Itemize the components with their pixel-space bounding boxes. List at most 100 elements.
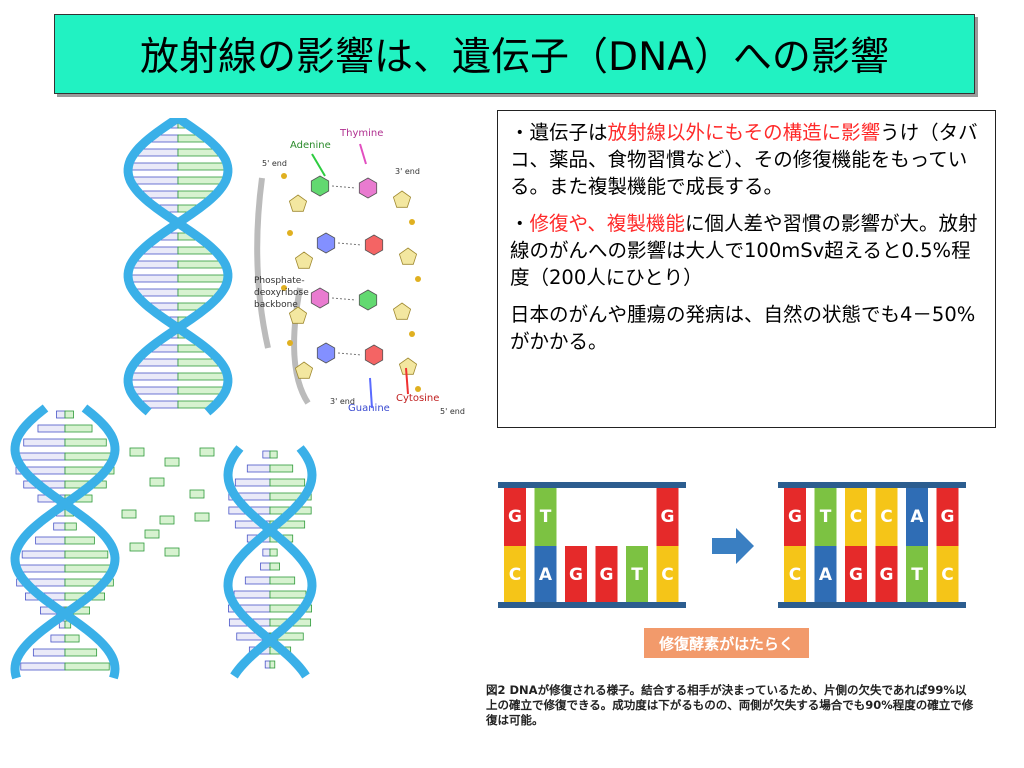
base-bottom — [565, 546, 587, 602]
free-base — [129, 542, 145, 552]
lower-left-rung — [15, 452, 66, 461]
base-top — [845, 488, 867, 546]
thymine-arrow — [359, 143, 367, 165]
upper-strand-b — [123, 114, 233, 416]
guanine-arrow — [369, 377, 373, 409]
lower-left-strand-a — [10, 404, 120, 680]
lower-right-rung — [269, 604, 312, 613]
sugar-ring — [392, 190, 412, 208]
backbone-top — [498, 482, 686, 488]
lower-left-strand-b — [10, 404, 120, 680]
hydrogen-bond — [337, 242, 363, 246]
upper-rung — [177, 176, 227, 185]
upper-rung — [128, 162, 179, 171]
base-letter: T — [820, 507, 832, 527]
base-letter: G — [569, 565, 583, 585]
base-top — [504, 488, 526, 546]
lower-left-rung — [64, 662, 110, 671]
upper-rung — [127, 274, 179, 283]
label-backbone-3: backbone — [254, 300, 298, 310]
phosphate — [287, 230, 293, 236]
explanation-textbox: ・遺伝子は放射線以外にもその構造に影響うけ（タバコ、薬品、食物習慣など）、その修… — [497, 110, 996, 428]
base-ring — [316, 232, 336, 254]
sugar-ring — [288, 306, 308, 324]
base-letter: G — [849, 565, 863, 585]
cytosine-arrow — [405, 367, 409, 395]
title-box: 放射線の影響は、遺伝子（DNA）への影響 — [54, 14, 975, 94]
hydrogen-bond — [337, 352, 363, 356]
lower-right-rung — [269, 590, 307, 599]
backbone-bottom — [778, 602, 966, 608]
lower-left-rung — [64, 578, 114, 587]
label-thymine: Thymine — [339, 128, 383, 139]
base-top — [906, 488, 928, 546]
base-bottom — [814, 546, 837, 602]
dna-illustration: Adenine Thymine 5' end 3' end Phosphate-… — [0, 114, 480, 688]
lower-right-rung — [246, 464, 271, 473]
lower-left-rung — [37, 424, 66, 433]
chemical-structure-panel: Adenine Thymine 5' end 3' end Phosphate-… — [254, 128, 465, 416]
base-letter: T — [631, 565, 643, 585]
base-ring — [364, 344, 384, 366]
base-ring — [316, 342, 336, 364]
base-letter: T — [540, 507, 552, 527]
base-letter: C — [509, 565, 521, 585]
sugar-ring — [294, 251, 314, 269]
lower-right-rung — [269, 660, 276, 669]
sugar-ring — [288, 194, 308, 212]
lower-right-rung — [269, 492, 312, 501]
lower-right-strand-b — [223, 445, 317, 679]
sugar-ring — [398, 357, 418, 375]
hydrogen-bond — [331, 185, 357, 189]
label-cytosine: Cytosine — [396, 393, 439, 404]
upper-rung — [177, 372, 228, 381]
lower-right-rung — [244, 576, 271, 585]
base-ring — [310, 175, 330, 197]
phosphate — [281, 173, 287, 179]
lower-right-rung — [233, 590, 271, 599]
base-bottom — [626, 546, 648, 602]
upper-rung — [177, 260, 226, 269]
upper-strand-a — [123, 114, 233, 416]
lower-left-rung — [20, 662, 66, 671]
lower-right-rung — [234, 478, 271, 487]
figure-caption: 図2 DNAが修復される様子。結合する相手が決まっているため、片側の欠失であれば… — [486, 683, 974, 727]
lower-right-rung — [269, 450, 278, 459]
paragraph-3: 日本のがんや腫瘍の発病は、自然の状態でも4－50%がかかる。 — [510, 303, 976, 353]
upper-rung — [177, 386, 227, 395]
free-base — [199, 447, 215, 457]
lower-left-rung — [53, 522, 66, 531]
backbone-bottom — [498, 602, 686, 608]
base-letter: C — [880, 507, 892, 527]
backbone-bracket-top — [254, 177, 271, 349]
lower-left-rung — [64, 466, 115, 475]
base-top — [936, 488, 959, 546]
sugar-ring — [398, 247, 418, 265]
base-letter: G — [941, 507, 955, 527]
lower-right-rung — [260, 562, 271, 571]
lower-right-rung — [262, 450, 271, 459]
base-bottom — [875, 546, 898, 602]
highlight-2: 修復や、複製機能 — [529, 212, 685, 235]
hydrogen-bond — [331, 297, 357, 301]
label-3end-bottom: 3' end — [330, 397, 355, 406]
free-base — [144, 529, 160, 539]
free-base — [129, 447, 145, 457]
upper-rung — [129, 176, 179, 185]
adenine-arrow — [311, 153, 326, 177]
label-guanine: Guanine — [348, 403, 390, 414]
backbone-bracket-bottom — [291, 287, 311, 405]
base-letter: A — [819, 565, 833, 585]
free-base — [189, 489, 205, 499]
free-base — [164, 547, 180, 557]
lower-left-rung — [15, 564, 66, 573]
label-backbone-1: Phosphate- — [254, 276, 305, 286]
free-base — [194, 512, 210, 522]
base-ring — [364, 234, 384, 256]
base-letter: A — [539, 565, 553, 585]
base-ring — [358, 289, 378, 311]
label-3end-top: 3' end — [395, 167, 420, 176]
upper-rung — [177, 162, 228, 171]
